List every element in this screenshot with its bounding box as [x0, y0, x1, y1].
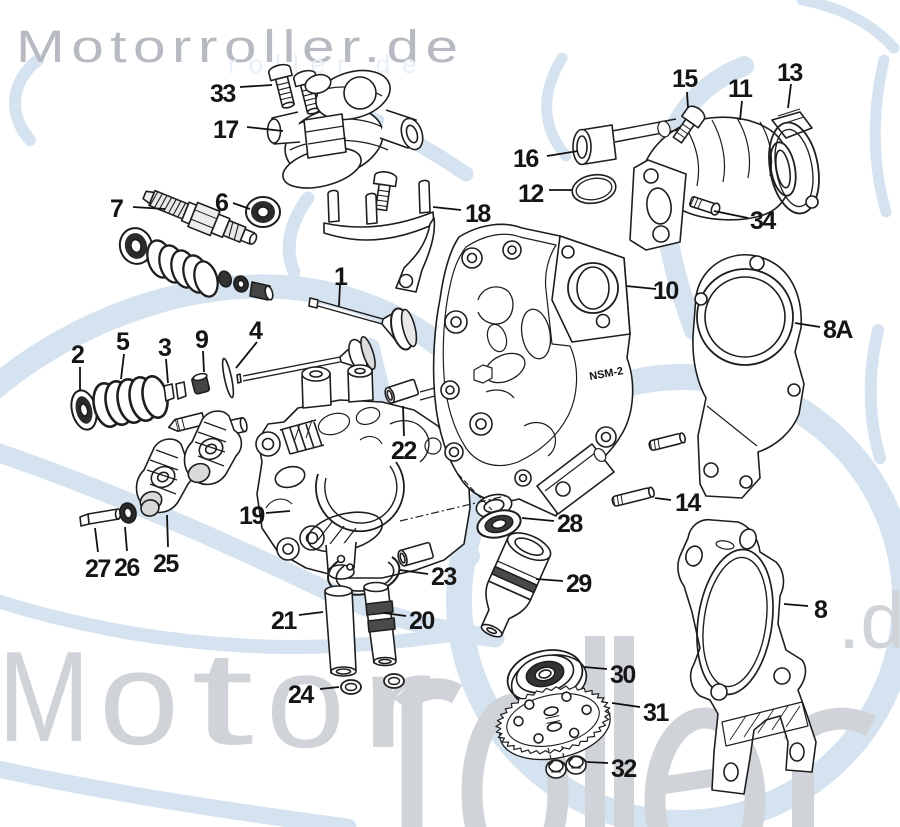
- svg-text:M: M: [0, 625, 90, 769]
- svg-text:31: 31: [643, 699, 669, 727]
- svg-text:o: o: [99, 625, 179, 773]
- svg-text:t: t: [191, 625, 254, 773]
- svg-text:8: 8: [814, 596, 828, 624]
- svg-text:32: 32: [611, 755, 636, 783]
- svg-text:3: 3: [158, 334, 171, 362]
- svg-text:10: 10: [653, 277, 678, 305]
- svg-text:21: 21: [271, 607, 297, 635]
- svg-text:23: 23: [431, 563, 456, 591]
- svg-text:14: 14: [675, 489, 701, 517]
- svg-text:19: 19: [239, 502, 264, 530]
- svg-text:12: 12: [518, 180, 543, 208]
- svg-text:9: 9: [195, 326, 208, 354]
- svg-text:2: 2: [71, 341, 84, 369]
- svg-text:30: 30: [610, 661, 635, 689]
- svg-text:27: 27: [85, 555, 110, 583]
- svg-text:8A: 8A: [823, 316, 853, 344]
- svg-text:29: 29: [566, 570, 591, 598]
- svg-text:15: 15: [672, 65, 698, 93]
- svg-text:34: 34: [750, 207, 776, 235]
- svg-text:11: 11: [728, 75, 753, 103]
- svg-text:4: 4: [249, 317, 263, 345]
- svg-text:roller.de: roller.de: [228, 49, 429, 79]
- svg-text:7: 7: [110, 195, 123, 223]
- svg-text:NSM-2: NSM-2: [588, 365, 624, 383]
- svg-text:24: 24: [288, 681, 314, 709]
- svg-text:20: 20: [409, 607, 434, 635]
- svg-text:18: 18: [465, 200, 491, 228]
- svg-text:16: 16: [513, 145, 538, 173]
- svg-text:22: 22: [391, 437, 416, 465]
- svg-text:.de: .de: [838, 576, 900, 665]
- svg-text:26: 26: [114, 554, 139, 582]
- svg-text:13: 13: [777, 59, 802, 87]
- svg-text:6: 6: [215, 189, 228, 217]
- svg-text:25: 25: [153, 550, 179, 578]
- svg-text:17: 17: [213, 116, 238, 144]
- svg-text:33: 33: [210, 80, 235, 108]
- svg-text:5: 5: [116, 328, 130, 356]
- svg-text:Motorroller.de: Motorroller.de: [16, 22, 465, 72]
- svg-text:1: 1: [334, 263, 348, 291]
- svg-text:28: 28: [557, 510, 583, 538]
